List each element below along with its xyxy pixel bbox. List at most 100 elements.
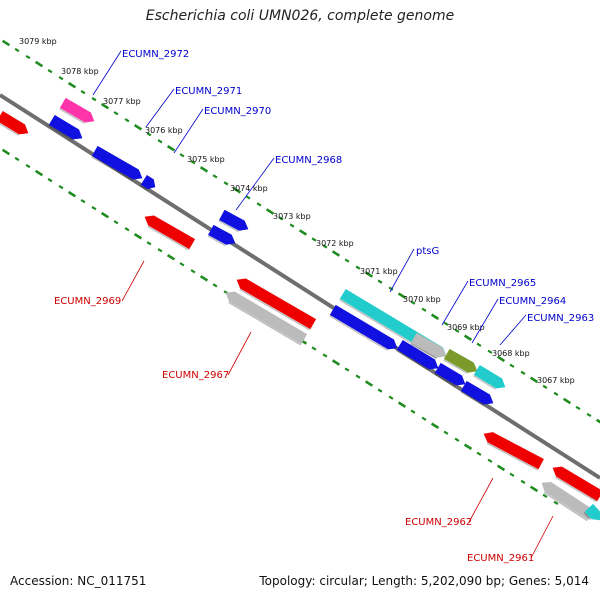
gene-arrow <box>583 503 600 521</box>
tick-mark <box>364 380 374 387</box>
gene-label-leader <box>389 248 415 293</box>
tick-mark <box>212 174 218 179</box>
tick-mark <box>166 254 176 261</box>
gene-labels: ECUMN_2972ECUMN_2971ECUMN_2970ECUMN_2968… <box>54 49 594 564</box>
tick-mark <box>322 353 328 358</box>
gene-arrow-shadow <box>434 373 456 387</box>
tick-mark <box>377 388 383 393</box>
tick-mark <box>397 292 407 299</box>
kbp-label: 3070 kbp <box>403 295 441 304</box>
tick-mark <box>179 262 185 267</box>
tick-mark <box>146 132 152 137</box>
tick-mark <box>430 422 440 429</box>
tick-mark <box>520 370 526 375</box>
tick-mark <box>509 363 515 368</box>
gene-arrow <box>434 362 466 387</box>
gene-features <box>0 97 600 522</box>
gene-arrow-shadow <box>396 350 429 371</box>
tick-mark <box>388 286 394 291</box>
gene-label-leader <box>468 477 494 523</box>
gene-arrow <box>541 481 595 522</box>
tick-mark <box>476 342 482 347</box>
gene-arrow <box>396 339 439 371</box>
gene-arrow <box>236 278 317 331</box>
gene-label: ECUMN_2961 <box>467 553 534 564</box>
tick-mark <box>344 367 350 372</box>
tick-mark <box>1 39 11 47</box>
gene-arrow-shadow <box>207 235 227 247</box>
tick-mark <box>166 145 176 152</box>
gene-label-leader <box>235 157 275 211</box>
tick-mark <box>212 283 218 288</box>
gene-arrow-body <box>144 215 196 250</box>
gene-arrow-body <box>329 304 398 350</box>
gene-arrow <box>329 304 398 351</box>
tick-mark <box>421 416 427 421</box>
gene-arrow <box>552 466 600 503</box>
gene-arrow <box>0 110 29 136</box>
tick-mark <box>487 349 493 354</box>
tick-mark <box>586 412 592 418</box>
gene-arrow <box>483 432 544 471</box>
gene-label: ECUMN_2968 <box>275 155 342 166</box>
gene-arrow-body <box>584 503 600 521</box>
gene-arrow-shadow <box>410 343 437 360</box>
gene-label-leader <box>441 280 469 326</box>
tick-mark <box>454 328 460 333</box>
tick-mark <box>388 395 394 400</box>
tick-mark <box>113 111 119 116</box>
gene-arrow-body <box>460 380 494 405</box>
gene-arrow <box>225 291 308 346</box>
gene-label: ECUMN_2962 <box>405 517 472 528</box>
tick-mark <box>355 265 361 270</box>
tick-mark <box>496 464 506 472</box>
tick-mark <box>595 418 600 424</box>
tick-mark <box>157 248 163 253</box>
kbp-label: 3077 kbp <box>103 97 141 106</box>
tick-mark <box>91 206 97 211</box>
tick-mark <box>476 451 482 456</box>
gene-arrow <box>443 348 478 375</box>
tick-mark <box>487 458 493 463</box>
tick-mark <box>463 334 473 341</box>
tick-mark <box>298 229 308 236</box>
tick-mark <box>410 409 416 414</box>
gene-arrow-shadow <box>329 315 388 351</box>
tick-mark <box>355 374 361 379</box>
tick-mark <box>100 211 110 219</box>
gene-arrow-shadow <box>228 301 301 346</box>
tick-mark <box>232 187 242 194</box>
kbp-label: 3078 kbp <box>61 67 99 76</box>
tick-mark <box>529 485 539 493</box>
gene-arrow-body <box>219 209 249 231</box>
gene-arrow-body <box>396 339 439 370</box>
tick-mark <box>47 177 53 183</box>
genome-summary: Topology: circular; Length: 5,202,090 bp… <box>259 574 589 588</box>
gene-arrow-shadow <box>140 185 148 191</box>
gene-arrow-shadow <box>218 220 240 233</box>
gene-arrow <box>207 224 236 247</box>
gene-label-leader <box>121 260 145 302</box>
tick-mark <box>100 102 110 110</box>
gene-arrow-body <box>410 332 447 358</box>
tick-mark <box>289 223 295 228</box>
tick-mark <box>223 181 229 186</box>
tick-mark <box>322 244 328 249</box>
tick-mark <box>80 198 86 204</box>
tick-mark <box>133 233 143 240</box>
tick-mark <box>67 190 77 198</box>
kbp-label: 3067 kbp <box>537 376 575 385</box>
tick-mark <box>80 89 86 95</box>
tick-mark <box>397 401 407 408</box>
outer-tick-track <box>1 39 600 424</box>
gene-arrow <box>218 209 249 233</box>
map-title: Escherichia coli UMN026, complete genome <box>145 8 455 24</box>
tick-mark <box>553 500 559 506</box>
tick-mark <box>1 148 11 156</box>
gene-arrow-shadow <box>48 125 73 141</box>
tick-mark <box>443 321 449 326</box>
gene-label: ECUMN_2970 <box>204 106 271 117</box>
tick-mark <box>421 307 427 312</box>
tick-mark <box>520 479 526 484</box>
